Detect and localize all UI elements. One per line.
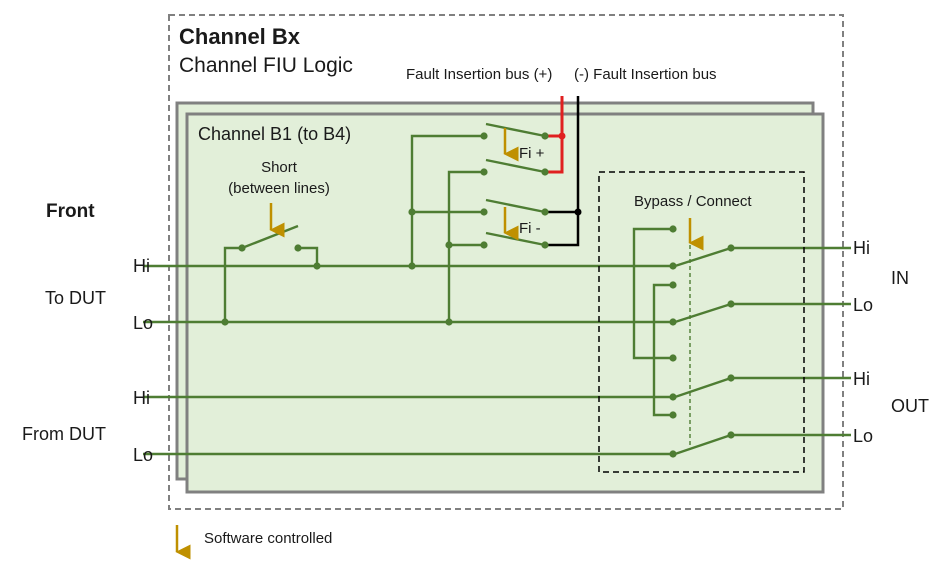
front-heading: Front xyxy=(46,201,95,222)
rear-in-label: IN xyxy=(891,268,909,288)
to-dut-label: To DUT xyxy=(45,288,106,308)
chassis-title: Channel Bx xyxy=(179,24,301,49)
fi-bus-plus-label: Fault Insertion bus (+) xyxy=(406,66,552,83)
fi-bus-minus-wire xyxy=(547,96,580,247)
chassis-subtitle: Channel FIU Logic xyxy=(179,54,353,77)
fi-plus-label: Fi + xyxy=(519,145,545,162)
rear-in-lo: Lo xyxy=(853,295,873,315)
card-front xyxy=(185,112,825,494)
front-hi-to-dut: Hi xyxy=(133,256,150,276)
fi-bus-minus-node xyxy=(574,208,582,216)
signal-wires xyxy=(143,122,851,456)
fi-minus-label: Fi - xyxy=(519,220,541,237)
card-title: Channel B1 (to B4) xyxy=(198,124,351,144)
short-label-line1: Short xyxy=(261,159,298,176)
from-dut-label: From DUT xyxy=(22,424,106,444)
rear-in-hi: Hi xyxy=(853,238,870,258)
front-lo-to-dut: Lo xyxy=(133,313,153,333)
fi-bus-minus-label: (-) Fault Insertion bus xyxy=(574,66,717,83)
front-hi-from-dut: Hi xyxy=(133,388,150,408)
rear-out-hi: Hi xyxy=(853,369,870,389)
fi-bus-plus-wire xyxy=(545,96,564,174)
rear-out-lo: Lo xyxy=(853,426,873,446)
bypass-label: Bypass / Connect xyxy=(634,193,752,210)
rear-out-label: OUT xyxy=(891,396,929,416)
fi-bus-plus-node xyxy=(558,132,566,140)
junction-nodes xyxy=(221,132,735,458)
legend-text: Software controlled xyxy=(204,530,332,547)
short-label-line2: (between lines) xyxy=(228,180,330,197)
bypass-box xyxy=(598,171,805,473)
front-lo-from-dut: Lo xyxy=(133,445,153,465)
